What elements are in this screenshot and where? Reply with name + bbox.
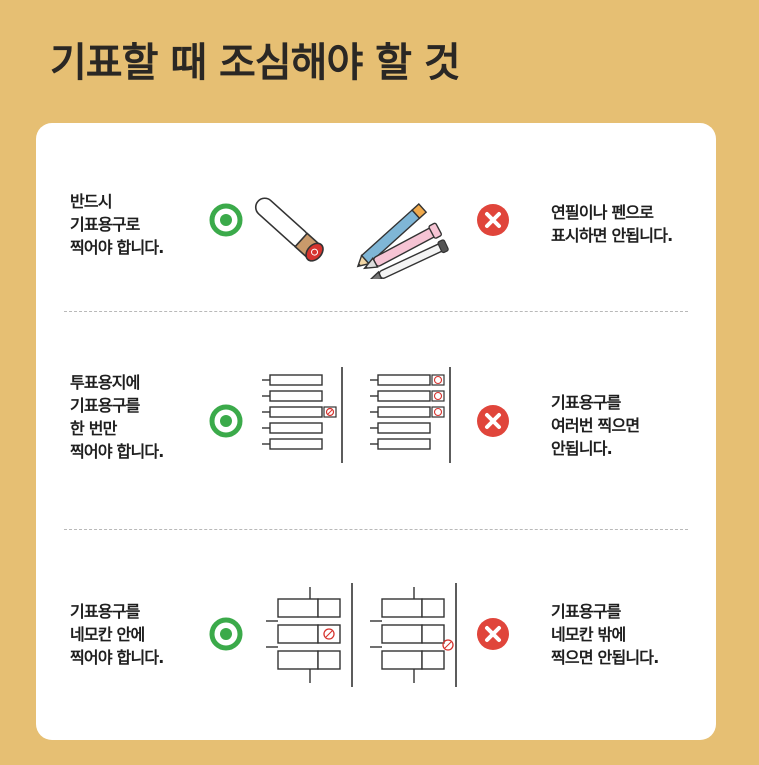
ballot-stamp-inside-box-icon: [266, 583, 358, 687]
correct-circle-icon: [209, 404, 243, 438]
do-text: 투표용지에 기표용구를 한 번만 찍어야 합니다.: [70, 373, 164, 461]
do-text: 반드시 기표용구로 찍어야 합니다.: [70, 192, 164, 257]
ballot-stamp-outside-box-icon: [370, 583, 462, 687]
dont-text: 기표용구를 여러번 찍으면 안됩니다.: [551, 393, 640, 458]
correct-circle-icon: [209, 617, 243, 651]
dont-text: 기표용구를 네모칸 밖에 찍으면 안됩니다.: [551, 602, 659, 667]
do-text: 기표용구를 네모칸 안에 찍어야 합니다.: [70, 602, 164, 667]
stamp-tool-icon: [254, 197, 324, 262]
ballot-multiple-stamps-icon: [370, 367, 456, 463]
incorrect-x-icon: [477, 405, 509, 437]
instruction-card: 반드시 기표용구로 찍어야 합니다.: [36, 123, 716, 740]
incorrect-x-icon: [477, 618, 509, 650]
incorrect-x-icon: [477, 204, 509, 236]
dont-text: 연필이나 펜으로 표시하면 안됩니다.: [551, 203, 673, 245]
rule-row-stamp-tool: 반드시 기표용구로 찍어야 합니다.: [36, 123, 716, 311]
pencil-and-pen-icon: [356, 203, 449, 279]
row-divider: [64, 311, 688, 312]
ballot-single-stamp-icon: [262, 367, 348, 463]
correct-circle-icon: [209, 203, 243, 237]
row-divider: [64, 529, 688, 530]
rule-row-inside-box: 기표용구를 네모칸 안에 찍어야 합니다.: [36, 529, 716, 740]
page-title: 기표할 때 조심해야 할 것: [50, 40, 461, 86]
rule-row-stamp-once: 투표용지에 기표용구를 한 번만 찍어야 합니다.: [36, 311, 716, 529]
